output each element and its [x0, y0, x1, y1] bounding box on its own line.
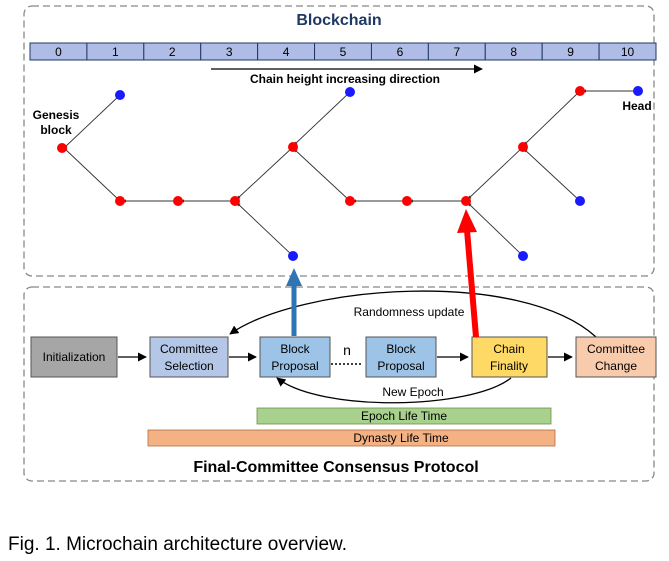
architecture-diagram: Blockchain 0 1 2 3 4 5 6 7 8 9 10 Chain height inc…: [23, 5, 657, 482]
block-node: [115, 90, 125, 100]
svg-text:Finality: Finality: [490, 359, 528, 373]
svg-text:Chain: Chain: [493, 342, 524, 356]
svg-text:Proposal: Proposal: [271, 359, 318, 373]
height-index-label: 9: [567, 45, 574, 59]
block-node: [173, 196, 183, 206]
head-block-node: [633, 86, 643, 96]
svg-text:Selection: Selection: [164, 359, 213, 373]
svg-text:Epoch Life Time: Epoch Life Time: [361, 409, 447, 423]
svg-text:Committee: Committee: [160, 342, 218, 356]
dynasty-lifetime-bar: Dynasty Life Time: [147, 429, 556, 447]
height-index-label: 2: [169, 45, 176, 59]
block-node: [402, 196, 412, 206]
block-node: [518, 142, 528, 152]
height-index-label: 4: [283, 45, 290, 59]
height-index-label: 6: [397, 45, 404, 59]
block-nodes: [57, 86, 643, 261]
svg-text:Committee: Committee: [587, 342, 645, 356]
committee-selection-box: Committee Selection: [149, 336, 229, 378]
block-node: [461, 196, 471, 206]
block-node: [345, 196, 355, 206]
blockchain-frame: [23, 5, 655, 277]
height-index-label: 7: [453, 45, 460, 59]
consensus-frame: [23, 286, 655, 482]
svg-text:Proposal: Proposal: [377, 359, 424, 373]
epoch-lifetime-bar: Epoch Life Time: [256, 407, 552, 425]
height-index-label: 0: [55, 45, 62, 59]
new-epoch-arrow: [276, 377, 512, 404]
svg-text:Block: Block: [280, 342, 310, 356]
initialization-box: Initialization: [30, 336, 118, 378]
randomness-update-arrow: [229, 290, 597, 338]
genesis-label-line2: block: [40, 123, 72, 137]
figure-caption: Fig. 1. Microchain architecture overview…: [8, 534, 347, 555]
block-proposal-box: Block Proposal: [259, 336, 331, 378]
height-index-label: 5: [340, 45, 347, 59]
height-index-label: 1: [112, 45, 119, 59]
block-node: [230, 196, 240, 206]
svg-text:Initialization: Initialization: [43, 350, 106, 364]
finality-to-block-arrow: [464, 229, 479, 338]
height-direction-label: Chain height increasing direction: [250, 72, 440, 86]
proposal-to-block-arrowhead: [286, 268, 302, 286]
height-cell: [598, 42, 657, 61]
blockchain-title: Blockchain: [296, 12, 381, 29]
genesis-label: Genesis: [33, 108, 80, 122]
height-index-label: 3: [226, 45, 233, 59]
height-index-label: 10: [621, 45, 635, 59]
block-node: [575, 86, 585, 96]
block-tree-edges: [63, 89, 638, 257]
block-node: [288, 251, 298, 261]
finality-to-block-arrowhead: [457, 209, 477, 233]
svg-text:Change: Change: [595, 359, 637, 373]
block-proposal-box-last: Block Proposal: [365, 336, 437, 378]
head-label: Head: [622, 99, 651, 113]
committee-change-box: Committee Change: [575, 336, 657, 378]
block-node: [345, 87, 355, 97]
block-node: [115, 196, 125, 206]
genesis-block-node: [57, 143, 67, 153]
randomness-update-label: Randomness update: [354, 305, 465, 319]
height-index-label: 8: [510, 45, 517, 59]
consensus-protocol-title: Final-Committee Consensus Protocol: [193, 459, 478, 476]
block-node: [288, 142, 298, 152]
chain-finality-box: Chain Finality: [471, 336, 548, 378]
n-label: n: [343, 342, 351, 358]
block-node: [518, 251, 528, 261]
svg-text:Block: Block: [386, 342, 416, 356]
chain-height-bar: 0 1 2 3 4 5 6 7 8 9 10: [29, 42, 657, 61]
block-node: [575, 196, 585, 206]
svg-text:Dynasty Life Time: Dynasty Life Time: [353, 431, 449, 445]
new-epoch-label: New Epoch: [382, 385, 443, 399]
